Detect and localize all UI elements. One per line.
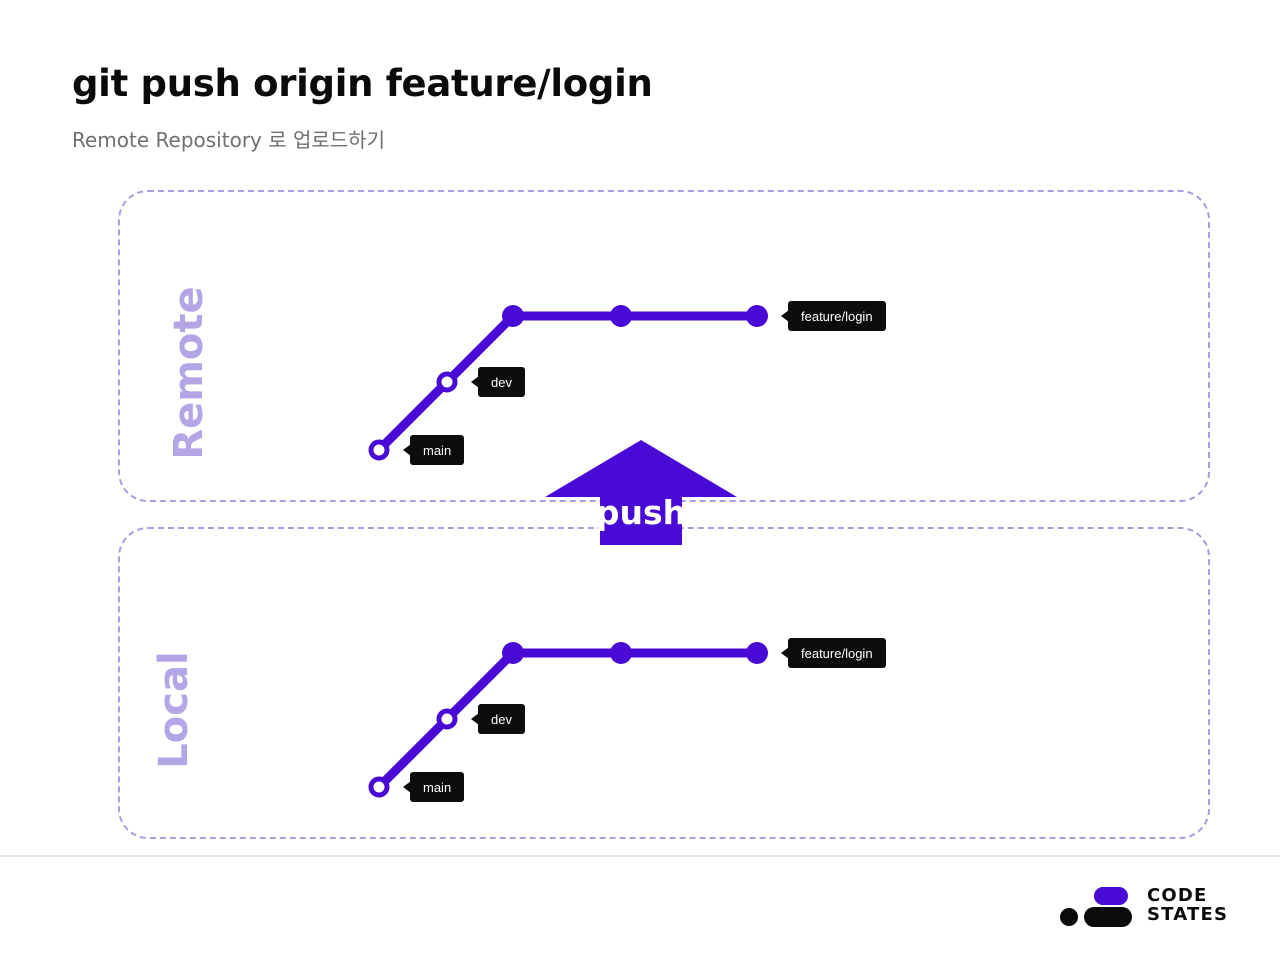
branch-tag-main: main xyxy=(402,772,465,802)
edge-dev-feature xyxy=(442,311,518,387)
logo-black-dot xyxy=(1060,908,1078,926)
commit-node-main xyxy=(368,776,390,798)
push-arrow-icon xyxy=(545,440,737,545)
commit-node-feature-2 xyxy=(610,642,632,664)
branch-tag-feature-login: feature/login xyxy=(781,638,886,668)
logo-purple-pill xyxy=(1094,887,1128,905)
commit-node-feature-1 xyxy=(502,305,524,327)
panel-local: Local main dev feature/login xyxy=(118,527,1210,839)
codestates-wordmark-line1: CODE xyxy=(1147,885,1208,906)
codestates-logo-mark xyxy=(1060,887,1132,927)
commit-node-dev xyxy=(436,371,458,393)
commit-node-feature-1 xyxy=(502,642,524,664)
git-graph-local xyxy=(368,642,768,798)
page-title: git push origin feature/login xyxy=(72,62,653,105)
logo-black-pill xyxy=(1084,907,1132,927)
branch-tag-dev: dev xyxy=(471,367,525,397)
graph-nodes-remote xyxy=(368,305,768,461)
graph-edges-remote xyxy=(374,311,762,455)
branch-tag-feature-login: feature/login xyxy=(781,301,886,331)
commit-node-main xyxy=(368,439,390,461)
branch-tag-dev: dev xyxy=(471,704,525,734)
header: git push origin feature/login Remote Rep… xyxy=(72,62,1172,153)
edge-dev-feature xyxy=(442,648,518,724)
commit-node-feature-3 xyxy=(746,305,768,327)
commit-node-feature-3 xyxy=(746,642,768,664)
codestates-logo: CODE STATES xyxy=(1058,882,1227,932)
edge-main-dev xyxy=(374,714,452,792)
commit-node-feature-2 xyxy=(610,305,632,327)
branch-tag-main: main xyxy=(402,435,465,465)
graph-edges-local xyxy=(374,648,762,792)
edge-main-dev xyxy=(374,377,452,455)
codestates-wordmark: CODE STATES xyxy=(1147,886,1228,924)
codestates-wordmark-line2: STATES xyxy=(1147,904,1229,925)
page-subtitle: Remote Repository 로 업로드하기 xyxy=(72,128,385,153)
footer-divider xyxy=(0,855,1280,857)
graph-nodes-local xyxy=(368,642,768,798)
commit-node-dev xyxy=(436,708,458,730)
push-arrow: push xyxy=(545,440,737,545)
git-graph-remote xyxy=(368,305,768,461)
